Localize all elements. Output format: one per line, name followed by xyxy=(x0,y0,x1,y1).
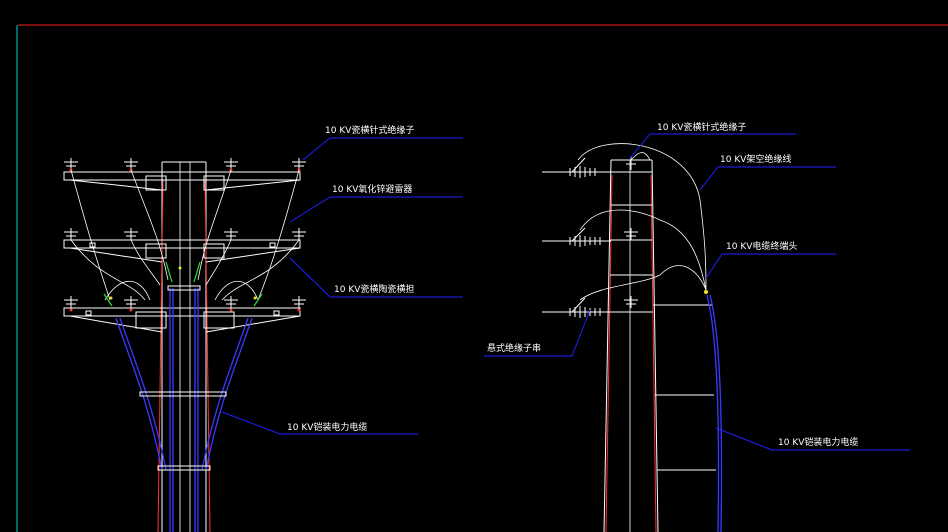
insulator-icon xyxy=(292,296,306,308)
insulator-icon xyxy=(624,296,638,308)
suspension-insulator-icon xyxy=(569,306,601,318)
insulator-icon xyxy=(124,296,138,308)
right-cable xyxy=(706,294,723,532)
right-pole-red-edges xyxy=(605,174,657,532)
right-jumper-wires xyxy=(577,143,707,301)
left-crossarm-mid xyxy=(63,239,301,263)
insulator-icon xyxy=(624,228,638,240)
label-right-cable: 10 KV铠装电力电缆 xyxy=(778,436,858,448)
label-right-pin-insulator: 10 KV瓷横针式绝缘子 xyxy=(657,121,746,133)
insulator-icon xyxy=(124,228,138,240)
right-pole-rungs xyxy=(609,171,716,471)
left-leader-lines xyxy=(221,137,463,435)
suspension-insulator-icon xyxy=(569,166,596,178)
insulator-icon xyxy=(292,228,306,240)
label-left-cable: 10 KV铠装电力电缆 xyxy=(287,421,367,433)
insulator-icon xyxy=(224,228,238,240)
right-pin-insulators xyxy=(624,156,638,308)
label-left-cross-arm: 10 KV瓷横陶瓷横担 xyxy=(334,283,414,295)
left-pole-red-edges xyxy=(157,179,211,532)
left-jumper-wires xyxy=(70,169,300,301)
right-suspension-insulators xyxy=(569,157,601,318)
label-right-suspension-insulator: 悬式绝缘子串 xyxy=(487,342,541,354)
left-crossarm-bottom xyxy=(63,307,301,333)
label-right-overhead-line: 10 KV架空绝缘线 xyxy=(720,153,791,165)
label-left-pin-insulator: 10 KV瓷横针式绝缘子 xyxy=(325,124,414,136)
right-pole-assembly xyxy=(542,143,723,532)
left-pole-outline xyxy=(161,161,207,532)
left-cable-clamps xyxy=(139,285,227,471)
label-left-arrester: 10 KV氧化锌避雷器 xyxy=(332,183,412,195)
label-right-cable-terminal: 10 KV电缆终端头 xyxy=(726,240,797,252)
right-overhead-lines xyxy=(542,171,611,313)
insulator-icon xyxy=(624,156,638,170)
suspension-insulator-icon xyxy=(569,235,601,247)
left-arresters xyxy=(103,261,263,307)
left-crossarm-top xyxy=(63,171,301,191)
right-leader-lines xyxy=(484,133,910,451)
insulator-icon xyxy=(64,228,78,240)
insulator-icon xyxy=(224,296,238,308)
right-cable-terminal xyxy=(704,290,708,294)
left-cables xyxy=(115,288,253,532)
left-arrester-yellow-tips xyxy=(109,266,257,300)
insulator-icon xyxy=(64,296,78,308)
left-pole-assembly xyxy=(63,158,306,532)
